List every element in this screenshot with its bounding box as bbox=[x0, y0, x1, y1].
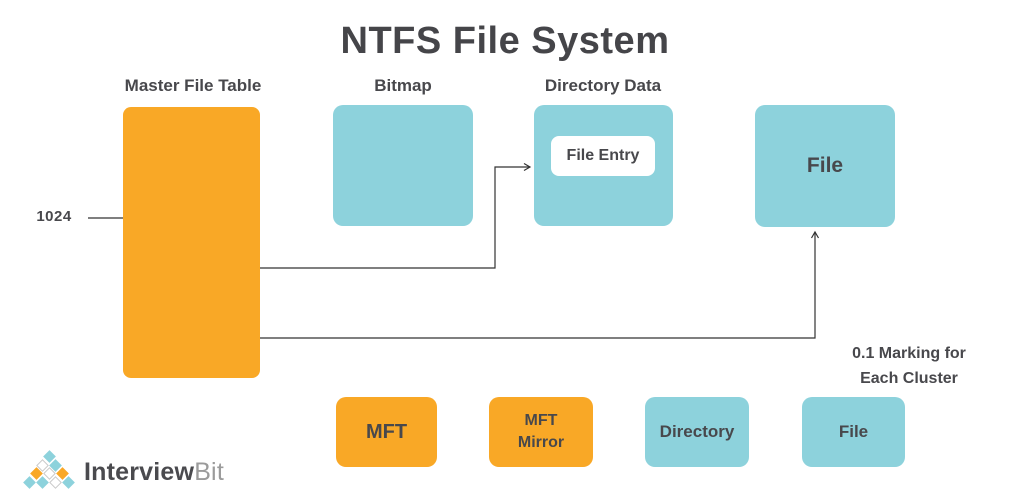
bitmap-box bbox=[333, 105, 473, 226]
directory-data-box: File Entry bbox=[534, 105, 673, 226]
label-bitmap: Bitmap bbox=[374, 76, 432, 95]
wordmark-primary: Interview bbox=[84, 457, 195, 486]
wordmark-secondary: Bit bbox=[194, 457, 224, 486]
cluster-marking-note: 0.1 Marking for Each Cluster bbox=[828, 341, 990, 391]
mft-size-label: 1024 bbox=[36, 208, 72, 225]
master-file-table-box bbox=[123, 107, 260, 378]
interviewbit-logo: InterviewBit bbox=[22, 448, 224, 490]
page-title: NTFS File System bbox=[340, 20, 670, 62]
file-entry-box: File Entry bbox=[551, 136, 655, 176]
interviewbit-logo-pyramid-icon bbox=[22, 450, 76, 490]
interviewbit-wordmark: InterviewBit bbox=[84, 458, 224, 487]
legend-file: File bbox=[802, 397, 905, 467]
file-box: File bbox=[755, 105, 895, 227]
legend-mft: MFT bbox=[336, 397, 437, 467]
arrow-mft-to-file bbox=[260, 230, 820, 339]
label-directory-data: Directory Data bbox=[544, 76, 662, 95]
cluster-marking-note-line1: 0.1 Marking for bbox=[852, 345, 966, 362]
legend-directory: Directory bbox=[645, 397, 749, 467]
legend-mft-mirror: MFT Mirror bbox=[489, 397, 593, 467]
cluster-marking-note-line2: Each Cluster bbox=[860, 370, 958, 387]
label-master-file-table: Master File Table bbox=[124, 76, 262, 95]
